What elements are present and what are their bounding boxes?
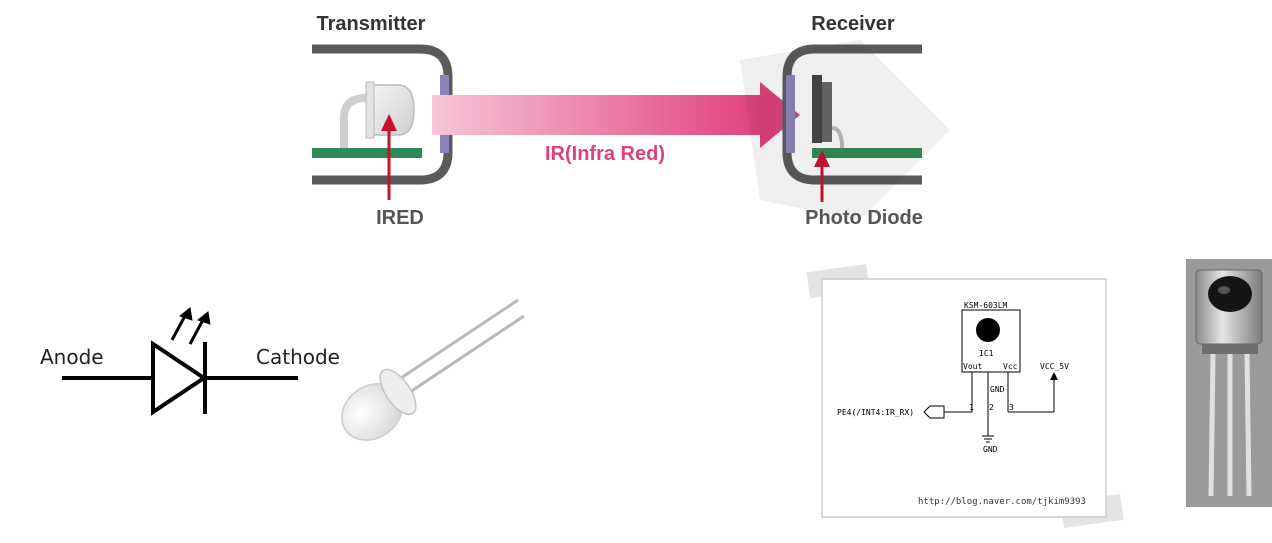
gnd-pin-label: GND [990,385,1005,394]
ir-beam-arrow [432,82,800,148]
anode-label: Anode [40,345,104,369]
watermark-url: http://blog.naver.com/tjkim9393 [918,497,1086,507]
photo-diode-icon [812,75,844,149]
pin1-label: 1 [969,403,974,412]
vcc-net-label: VCC_5V [1040,362,1069,371]
transmitter-label: Transmitter [317,13,426,35]
ir-beam-label: IR(Infra Red) [545,143,665,165]
background-watermark [740,40,950,220]
cathode-label: Cathode [256,345,340,369]
photo-diode-label: Photo Diode [805,207,923,229]
port-label: PE4(/INT4:IR_RX) [837,408,914,417]
transmitter-board [312,148,422,158]
pin3-label: 3 [1009,403,1014,412]
gnd-symbol-label: GND [983,445,998,454]
part-name-label: KSM-603LM [964,301,1008,310]
vcc-pin-label: Vcc [1003,362,1018,371]
ir-receiver-schematic [806,263,1124,529]
led-component-photo [341,298,525,441]
receiver-housing [782,44,922,185]
led-schematic-symbol [62,307,298,416]
pin2-label: 2 [989,403,994,412]
ired-label: IRED [376,207,424,229]
ic-label: IC1 [979,349,994,358]
photo-diode-pointer-arrow [814,150,830,202]
ir-receiver-module-photo [1186,259,1272,507]
receiver-board [812,148,922,158]
vout-pin-label: Vout [963,362,982,371]
ired-pointer-arrow [381,114,397,200]
receiver-label: Receiver [811,13,895,35]
ired-led-icon [340,81,415,148]
